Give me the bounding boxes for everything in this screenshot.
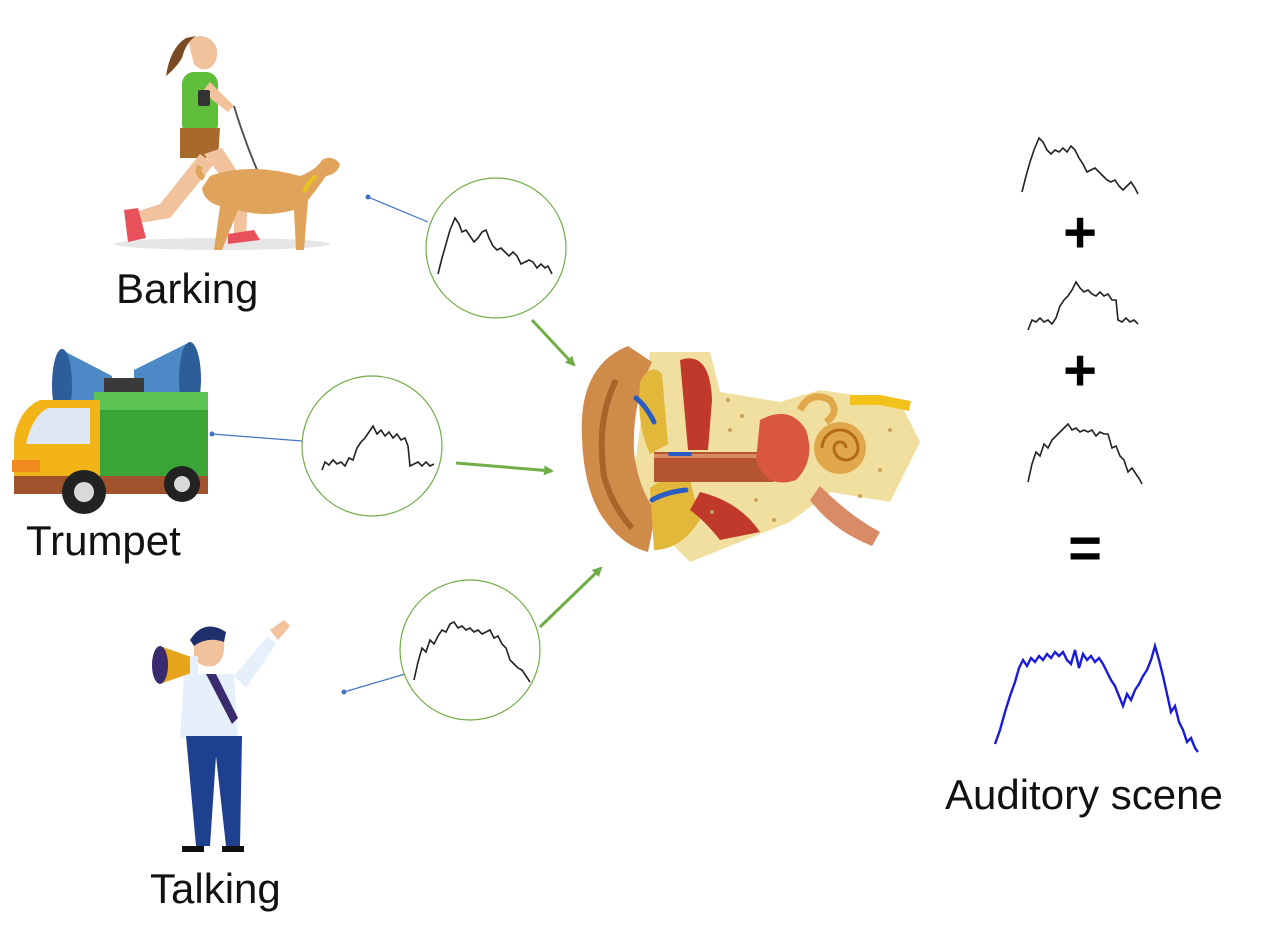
waveform-circle-trumpet <box>301 375 443 517</box>
source-connectors <box>209 194 429 695</box>
equation-waveform-2 <box>1027 280 1139 331</box>
waveform-circle-barking <box>425 177 567 319</box>
plus-sign-2: + <box>1063 338 1097 403</box>
source-label-barking: Barking <box>116 265 259 312</box>
equation-waveform-3 <box>1027 422 1143 485</box>
man-with-megaphone-icon <box>152 620 290 852</box>
loudspeaker-truck-icon <box>12 342 208 514</box>
ear-anatomy-icon <box>581 346 920 562</box>
plus-sign-1: + <box>1063 200 1097 265</box>
arrow-talking <box>538 566 603 629</box>
source-label-talking: Talking <box>150 865 281 912</box>
source-label-trumpet: Trumpet <box>26 517 181 564</box>
runner-with-dog-icon <box>114 36 340 250</box>
connector-barking <box>367 196 429 223</box>
connector-talking <box>343 673 406 693</box>
waveform-circle-talking <box>399 579 541 721</box>
auditory-scene-waveform <box>993 641 1199 753</box>
arrows-to-ear <box>455 318 603 629</box>
arrow-trumpet <box>455 461 554 476</box>
auditory-scene-label: Auditory scene <box>945 771 1223 818</box>
equals-sign: = <box>1068 516 1102 581</box>
connector-trumpet <box>211 433 303 442</box>
equation-waveform-1 <box>1021 136 1139 195</box>
arrow-barking <box>530 318 576 367</box>
